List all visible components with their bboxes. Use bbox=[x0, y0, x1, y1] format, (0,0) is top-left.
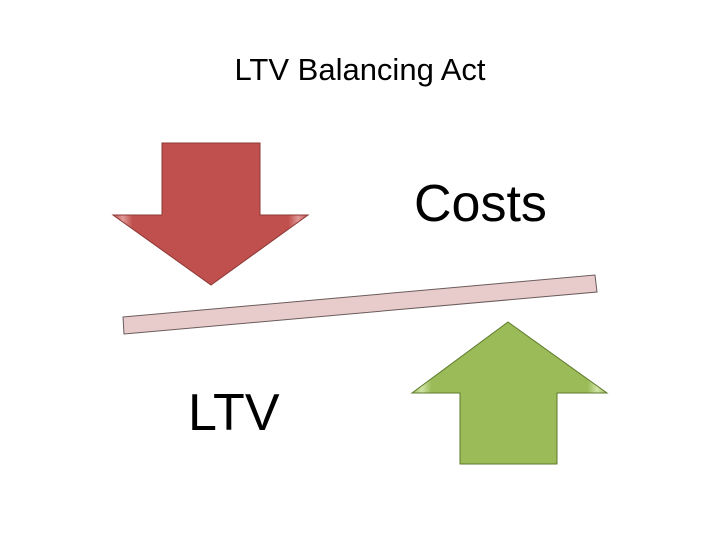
arrow-up-icon bbox=[410, 321, 609, 465]
arrow-down-icon bbox=[111, 142, 310, 286]
balance-beam bbox=[122, 274, 598, 335]
slide-title: LTV Balancing Act bbox=[234, 52, 486, 87]
ltv-label: LTV bbox=[188, 384, 280, 442]
costs-label: Costs bbox=[414, 175, 547, 233]
